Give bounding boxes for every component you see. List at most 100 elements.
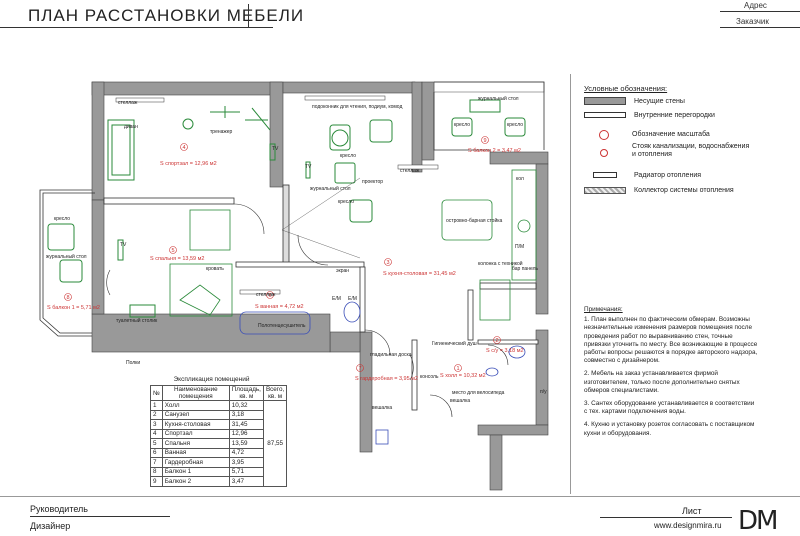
room-labels: 4 S спортзал = 12,96 м2 9 S балкон 2 = 3… bbox=[47, 138, 524, 382]
riser-icon bbox=[584, 149, 624, 157]
svg-text:Гигиенический душ: Гигиенический душ bbox=[432, 340, 477, 347]
svg-text:п/у: п/у bbox=[540, 389, 547, 395]
svg-text:7: 7 bbox=[358, 366, 361, 372]
client-line bbox=[720, 27, 800, 28]
footer-line bbox=[0, 496, 800, 497]
svg-text:кресло: кресло bbox=[338, 199, 354, 205]
sheet-line bbox=[600, 517, 732, 518]
floor-plan: 4 S спортзал = 12,96 м2 9 S балкон 2 = 3… bbox=[39, 81, 549, 491]
svg-text:6: 6 bbox=[268, 293, 271, 299]
svg-text:кровать: кровать bbox=[206, 266, 224, 272]
svg-text:стеллаж: стеллаж bbox=[400, 168, 420, 174]
notes-title: Примечания: bbox=[584, 306, 623, 313]
svg-text:Е/М: Е/М bbox=[348, 296, 357, 302]
room-label-hall: S холл = 10,32 м2 bbox=[440, 373, 486, 379]
table-header-row: № Наименование помещения Площадь, кв. м … bbox=[150, 385, 288, 401]
svg-text:консоль: консоль bbox=[420, 374, 439, 380]
room-label-balcony-2: S балкон 2 = 3,47 м2 bbox=[468, 148, 521, 154]
room-label-sport: S спортзал = 12,96 м2 bbox=[160, 161, 217, 167]
address-label: Адрес bbox=[744, 1, 767, 10]
sheet-label: Лист bbox=[682, 506, 702, 516]
legend-partitions: Внутренние перегородки bbox=[584, 110, 715, 120]
svg-text:вешалка: вешалка bbox=[450, 398, 470, 404]
projector-cone bbox=[281, 177, 361, 259]
room-label-wardrobe: S гардеробная = 3,95 м2 bbox=[355, 376, 418, 382]
svg-text:3: 3 bbox=[386, 260, 389, 266]
manager-line bbox=[30, 516, 170, 517]
room-label-bedroom: S спальня = 13,59 м2 bbox=[150, 256, 204, 262]
svg-text:островно-барная стойка: островно-барная стойка bbox=[446, 217, 503, 224]
scale-icon bbox=[584, 130, 624, 140]
explication-table: № Наименование помещения Площадь, кв. м … bbox=[150, 385, 288, 487]
address-line bbox=[720, 11, 800, 12]
svg-text:вешалка: вешалка bbox=[372, 405, 392, 411]
radiator-icon bbox=[593, 172, 617, 178]
svg-text:журнальный стол: журнальный стол bbox=[310, 185, 351, 192]
svg-text:Е/М: Е/М bbox=[332, 296, 341, 302]
svg-text:туалетный столик: туалетный столик bbox=[116, 317, 158, 324]
total-area: 87,55 bbox=[262, 400, 288, 487]
partitions bbox=[103, 184, 539, 411]
note-4: 4. Кухню и установку розеток согласовать… bbox=[584, 421, 755, 437]
notes: Примечания: 1. План выполнен по фактичес… bbox=[584, 306, 759, 443]
page-title: ПЛАН РАССТАНОВКИ МЕБЕЛИ bbox=[28, 6, 305, 25]
svg-text:2: 2 bbox=[495, 338, 498, 344]
note-3: 3. Сантех оборудование устанавливается в… bbox=[584, 400, 755, 416]
room-label-balcony-1: S балкон 1 = 5,71 м2 bbox=[47, 305, 100, 311]
svg-text:4: 4 bbox=[182, 145, 185, 151]
room-label-wc: S с/у = 3,18 м2 bbox=[486, 348, 524, 354]
svg-text:8: 8 bbox=[66, 295, 69, 301]
svg-text:9: 9 bbox=[483, 138, 486, 144]
svg-text:кресло: кресло bbox=[454, 122, 470, 128]
explication-caption: Экспликация помещений bbox=[173, 376, 250, 383]
svg-text:диван: диван bbox=[124, 124, 138, 130]
legend-bearing-walls: Несущие стены bbox=[584, 96, 685, 106]
svg-text:гладильная доска: гладильная доска bbox=[370, 352, 412, 358]
furniture-labels: стеллаж диван тренажер TV подоконник для… bbox=[46, 95, 547, 411]
designer-label: Дизайнер bbox=[30, 521, 71, 531]
balcony-1 bbox=[39, 189, 95, 337]
svg-text:экран: экран bbox=[336, 268, 349, 274]
svg-text:кол: кол bbox=[516, 176, 524, 182]
svg-text:TV: TV bbox=[305, 164, 312, 170]
doors bbox=[106, 203, 509, 418]
room-markers bbox=[64, 136, 501, 372]
svg-text:5: 5 bbox=[171, 248, 174, 254]
svg-text:стеллаж: стеллаж bbox=[118, 100, 138, 106]
svg-text:журнальный стол: журнальный стол bbox=[478, 95, 519, 102]
legend-riser: Стояк канализации, водоснабжения и отопл… bbox=[584, 143, 752, 161]
svg-text:журнальный стол: журнальный стол bbox=[46, 253, 87, 260]
svg-text:тренажер: тренажер bbox=[210, 129, 233, 135]
title-divider bbox=[248, 4, 249, 28]
svg-text:TV: TV bbox=[120, 242, 127, 248]
balcony-2 bbox=[433, 81, 545, 152]
svg-text:Полки: Полки bbox=[126, 360, 140, 366]
svg-text:кресло: кресло bbox=[340, 153, 356, 159]
svg-text:бар панель: бар панель bbox=[512, 266, 538, 272]
manager-label: Руководитель bbox=[30, 504, 88, 514]
svg-text:TV: TV bbox=[272, 146, 279, 152]
website-link[interactable]: www.designmira.ru bbox=[654, 521, 722, 530]
svg-text:подоконник для чтения, подиум,: подоконник для чтения, подиум, комод bbox=[312, 104, 402, 110]
room-label-kitchen: S кухня-столовая = 31,45 м2 bbox=[383, 271, 456, 277]
svg-text:стеллаж: стеллаж bbox=[256, 292, 276, 298]
note-2: 2. Мебель на заказ устанавливается фирмо… bbox=[584, 370, 740, 394]
svg-text:кресло: кресло bbox=[507, 122, 523, 128]
logo: DM bbox=[738, 506, 778, 536]
partition-swatch bbox=[584, 112, 626, 118]
furniture-kitchen bbox=[441, 169, 537, 321]
note-1: 1. План выполнен по фактическим обмерам.… bbox=[584, 316, 758, 365]
radiators bbox=[115, 95, 439, 295]
room-label-bath: S ванная = 4,72 м2 bbox=[255, 304, 304, 310]
legend-title: Условные обозначения: bbox=[584, 84, 668, 93]
title-underline bbox=[0, 27, 273, 28]
collector-icon bbox=[584, 186, 626, 194]
legend-collector: Коллектор системы отопления bbox=[584, 185, 734, 195]
svg-text:проектор: проектор bbox=[362, 179, 383, 185]
furniture-green bbox=[47, 99, 526, 318]
svg-text:место для велосипеда: место для велосипеда bbox=[452, 390, 505, 396]
svg-text:кресло: кресло bbox=[54, 216, 70, 222]
